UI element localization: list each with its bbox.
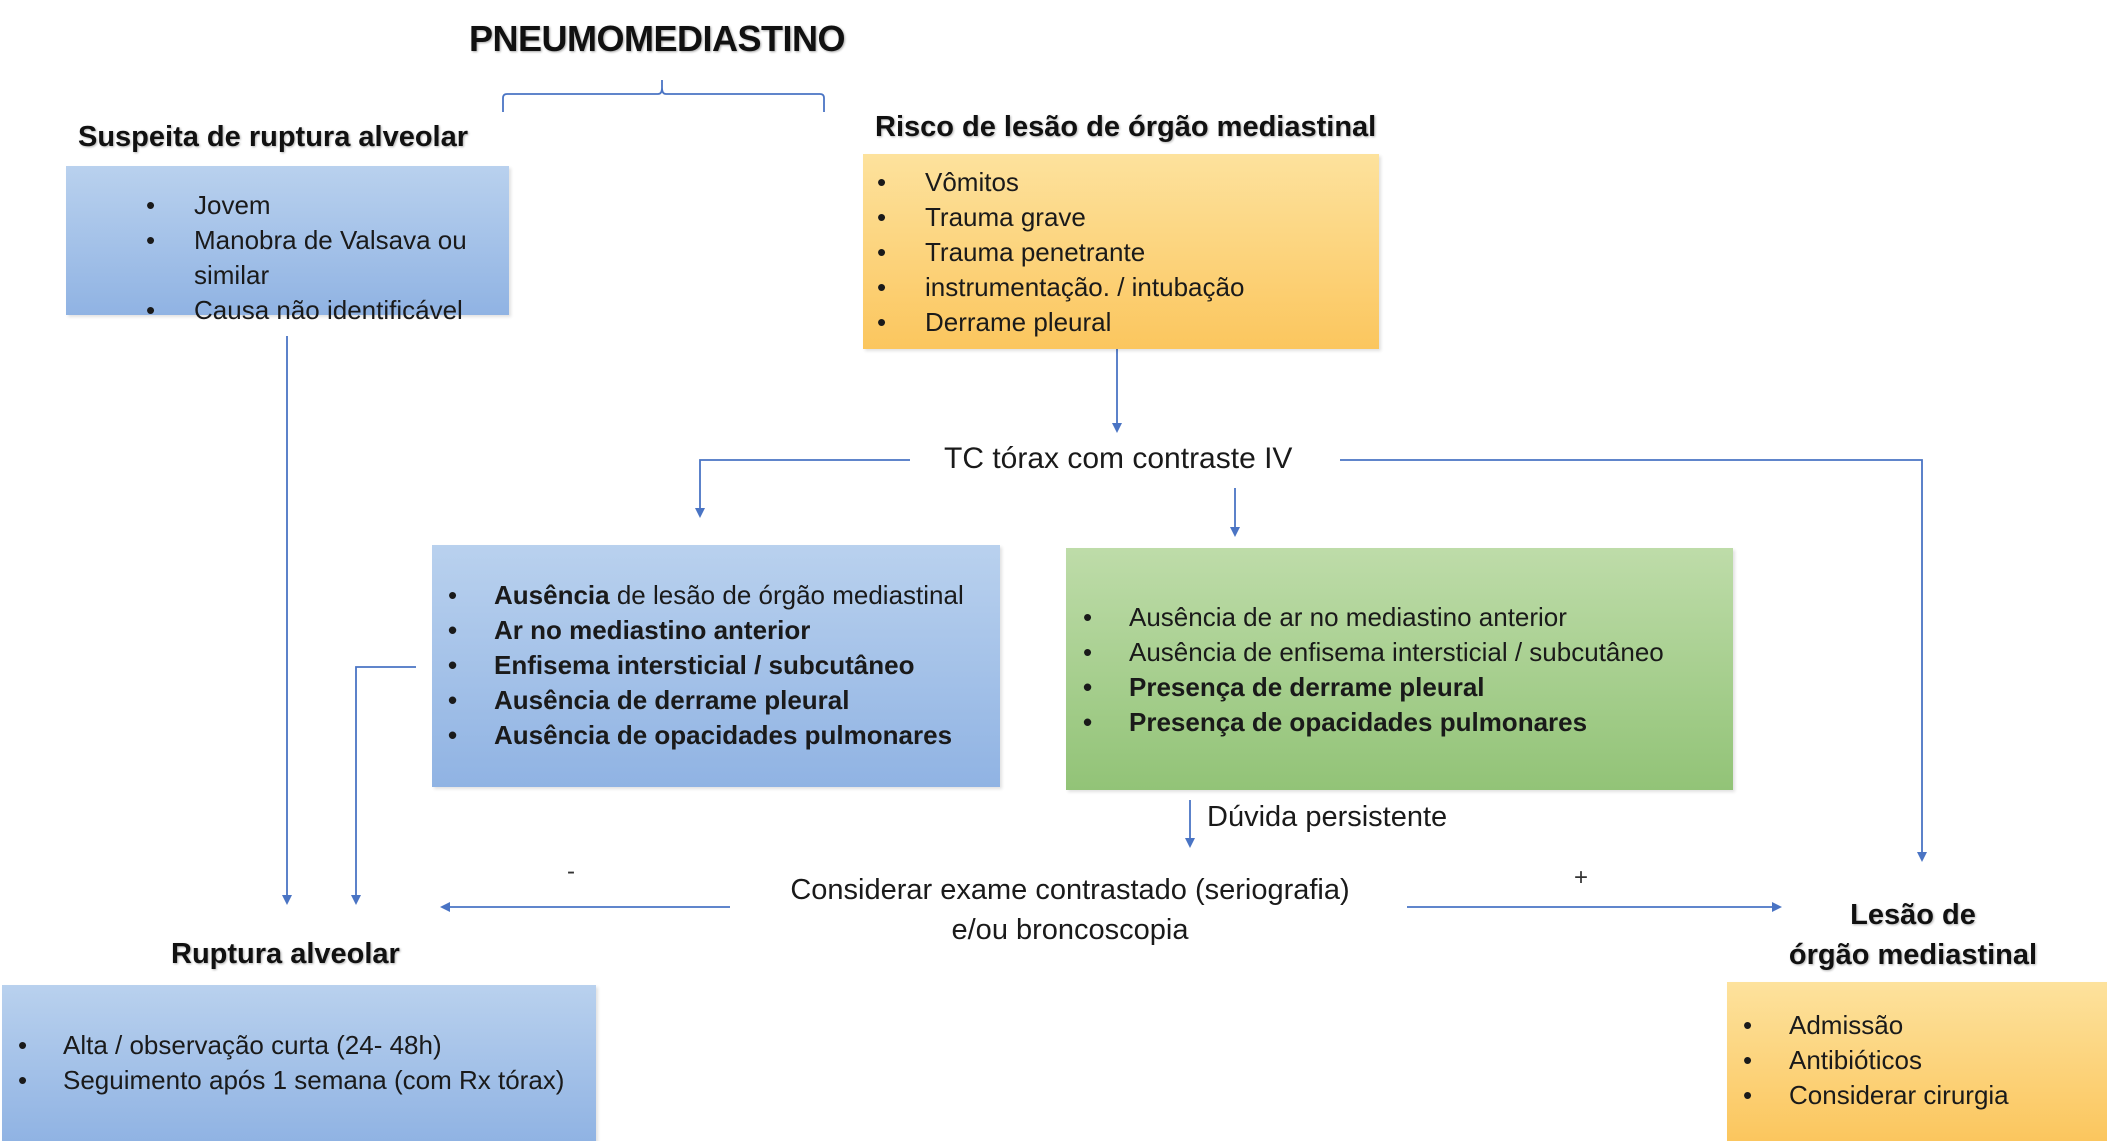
- green-findings-list: •Ausência de ar no mediastino anterior •…: [1066, 600, 1733, 740]
- list-item: •Manobra de Valsava ou similar: [146, 225, 467, 290]
- organ-injury-list: •Admissão •Antibióticos •Considerar ciru…: [1727, 1008, 2107, 1113]
- list-item: •Ausência de lesão de órgão mediastinal: [448, 580, 964, 610]
- list-item: •Ausência de derrame pleural: [448, 685, 850, 715]
- organ-risk-list: •Vômitos •Trauma grave •Trauma penetrant…: [863, 165, 1379, 340]
- alveolar-rupture-box: •Alta / observação curta (24- 48h) •Segu…: [2, 985, 596, 1141]
- list-item: •Considerar cirurgia: [1743, 1080, 2009, 1110]
- consider-exam-line1: Considerar exame contrastado (seriografi…: [790, 874, 1350, 906]
- consider-exam-text: Considerar exame contrastado (seriografi…: [740, 870, 1400, 950]
- list-item: •Presença de opacidades pulmonares: [1083, 707, 1588, 737]
- persistent-doubt-label: Dúvida persistente: [1207, 801, 1448, 833]
- list-item: •Causa não identificável: [146, 295, 463, 325]
- organ-risk-box: •Vômitos •Trauma grave •Trauma penetrant…: [863, 154, 1379, 349]
- title-brace: [502, 80, 825, 112]
- list-item: •Vômitos: [877, 167, 1019, 197]
- page-title: PNEUMOMEDIASTINO: [469, 18, 846, 59]
- positive-result-sign: +: [1574, 864, 1589, 891]
- list-item: •Trauma penetrante: [877, 237, 1146, 267]
- list-item: •Trauma grave: [877, 202, 1086, 232]
- green-findings-box: •Ausência de ar no mediastino anterior •…: [1066, 548, 1733, 790]
- organ-injury-heading: Lesão de órgão mediastinal: [1748, 895, 2078, 975]
- ct-label: TC tórax com contraste IV: [944, 442, 1293, 475]
- list-item: •Alta / observação curta (24- 48h): [18, 1030, 442, 1060]
- list-item: •Admissão: [1743, 1010, 1904, 1040]
- list-item: •Ausência de opacidades pulmonares: [448, 720, 953, 750]
- list-item: •Seguimento após 1 semana (com Rx tórax): [18, 1065, 565, 1095]
- arrow-ct-to-injury: [1340, 459, 1927, 862]
- organ-injury-heading-line1: Lesão de: [1850, 899, 1976, 931]
- organ-injury-box: •Admissão •Antibióticos •Considerar ciru…: [1727, 982, 2107, 1141]
- list-item: •Ausência de ar no mediastino anterior: [1083, 602, 1567, 632]
- alveolar-suspicion-list: •Jovem •Manobra de Valsava ou similar •C…: [80, 188, 509, 328]
- blue-findings-list: •Ausência de lesão de órgão mediastinal …: [432, 578, 1000, 753]
- list-item: •Derrame pleural: [877, 307, 1112, 337]
- list-item: •Antibióticos: [1743, 1045, 1922, 1075]
- blue-findings-box: •Ausência de lesão de órgão mediastinal …: [432, 545, 1000, 787]
- list-item: •Ausência de enfisema intersticial / sub…: [1083, 637, 1664, 667]
- arrow-ct-to-blue: [695, 459, 910, 518]
- organ-injury-heading-line2: órgão mediastinal: [1788, 939, 2038, 971]
- alveolar-rupture-list: •Alta / observação curta (24- 48h) •Segu…: [2, 1028, 596, 1098]
- list-item: •Ar no mediastino anterior: [448, 615, 811, 645]
- arrow-blue-to-rupture: [351, 666, 416, 905]
- list-item: •Presença de derrame pleural: [1083, 672, 1485, 702]
- alveolar-suspicion-box: •Jovem •Manobra de Valsava ou similar •C…: [66, 166, 509, 325]
- alveolar-suspicion-heading: Suspeita de ruptura alveolar: [78, 121, 469, 153]
- list-item: •Enfisema intersticial / subcutâneo: [448, 650, 915, 680]
- organ-risk-heading: Risco de lesão de órgão mediastinal: [875, 111, 1377, 143]
- consider-exam-line2: e/ou broncoscopia: [951, 914, 1189, 946]
- negative-result-sign: -: [567, 858, 575, 885]
- list-item: •instrumentação. / intubação: [877, 272, 1245, 302]
- alveolar-rupture-heading: Ruptura alveolar: [171, 938, 400, 970]
- list-item: •Jovem: [146, 190, 271, 220]
